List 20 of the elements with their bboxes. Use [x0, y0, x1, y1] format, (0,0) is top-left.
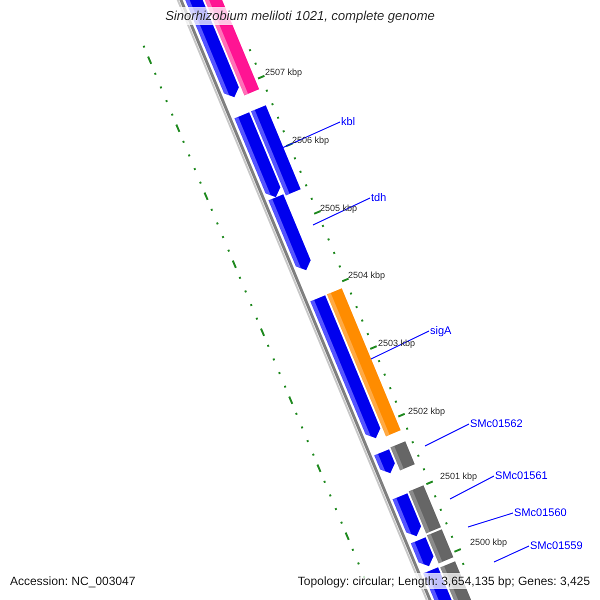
leader-line — [312, 198, 370, 226]
leader-line — [494, 546, 530, 562]
scale-label: 2503 kbp — [378, 338, 416, 349]
leader-line — [370, 330, 430, 360]
gene-label: SMc01560 — [514, 505, 567, 521]
leader-line — [424, 424, 470, 446]
leader-line — [450, 476, 494, 500]
leader-line — [282, 122, 340, 148]
gene-label: SMc01562 — [470, 416, 523, 432]
gene-label: SMc01561 — [495, 468, 548, 484]
gene-label: sigA — [430, 323, 452, 339]
gene-label: SMc01559 — [530, 538, 583, 554]
scale-label: 2507 kbp — [265, 67, 302, 78]
gene-label: tdh — [371, 190, 386, 206]
scale-label: 2504 kbp — [348, 270, 386, 281]
gene-label: kbl — [341, 114, 356, 130]
leader-line — [468, 512, 514, 528]
scale-label: 2501 kbp — [440, 471, 478, 482]
scale-label: 2502 kbp — [408, 406, 446, 417]
scale-label: 2500 kbp — [470, 537, 508, 548]
